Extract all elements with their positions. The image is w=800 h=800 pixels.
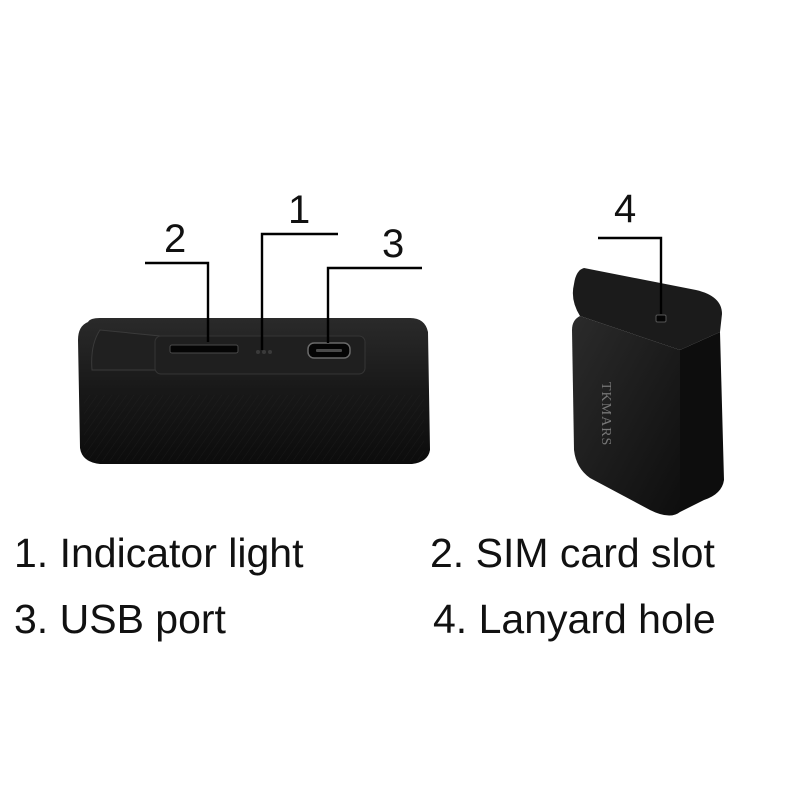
legend-number: 2. <box>430 530 464 576</box>
legend-text: USB port <box>60 596 226 642</box>
legend-item-sim-card-slot: 2. SIM card slot <box>430 528 715 578</box>
legend-number: 1. <box>14 530 48 576</box>
legend-text: SIM card slot <box>476 530 715 576</box>
tracker-angled-view: TKMARS <box>572 268 724 516</box>
legend-number: 4. <box>433 596 467 642</box>
legend-item-indicator-light: 1. Indicator light <box>14 528 303 578</box>
feature-legend: 1. Indicator light 2. SIM card slot 3. U… <box>0 528 800 658</box>
device-brand-text: TKMARS <box>598 382 613 446</box>
legend-text: Indicator light <box>60 530 304 576</box>
sim-card-slot <box>170 345 238 353</box>
legend-number: 3. <box>14 596 48 642</box>
lanyard-hole <box>656 315 666 322</box>
callout-number-2: 2 <box>164 217 186 261</box>
legend-text: Lanyard hole <box>479 596 716 642</box>
tracker-front-view <box>78 318 430 464</box>
legend-item-usb-port: 3. USB port <box>14 594 226 644</box>
legend-item-lanyard-hole: 4. Lanyard hole <box>433 594 716 644</box>
indicator-light <box>256 350 272 354</box>
callout-number-3: 3 <box>382 222 404 266</box>
callout-number-4: 4 <box>614 187 636 231</box>
callout-number-1: 1 <box>288 188 310 232</box>
